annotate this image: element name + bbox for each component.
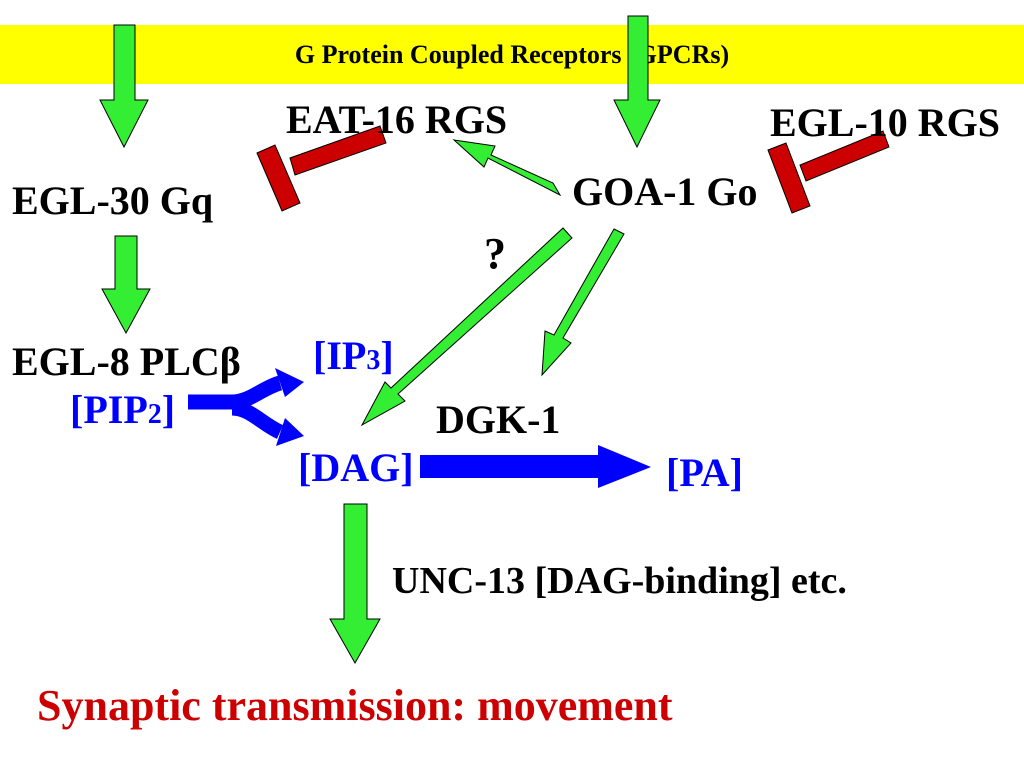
label-dgk1: DGK-1 — [436, 397, 561, 442]
pip2-open: [PIP — [70, 387, 148, 432]
pip2-subscript: 2 — [147, 399, 162, 430]
label-unc13: UNC-13 [DAG-binding] etc. — [392, 560, 847, 602]
arrow-goa1-to-eat16 — [452, 139, 562, 197]
label-dag: [DAG] — [298, 445, 414, 490]
ip3-subscript: 3 — [366, 345, 381, 376]
arrow-goa1-to-dag — [360, 227, 573, 427]
label-question-mark: ? — [484, 229, 506, 278]
egl8-prefix: EGL-8 PLC — [12, 339, 220, 384]
diagram-title: G Protein Coupled Receptors (GPCRs) — [294, 40, 730, 69]
label-eat16-rgs: EAT-16 RGS — [286, 97, 508, 142]
arrow-gpcr-to-egl30 — [99, 24, 149, 149]
arrow-dag-to-pa — [420, 445, 651, 488]
title-banner — [0, 25, 1024, 84]
arrow-gpcr-to-goa1 — [613, 15, 661, 149]
arrow-egl30-to-egl8 — [101, 235, 151, 335]
ip3-open: [IP — [313, 333, 367, 378]
inhibition-eat16-egl30 — [256, 125, 387, 212]
pip2-close: ] — [161, 387, 176, 432]
arrow-goa1-to-dgk1 — [541, 228, 625, 377]
arrow-dag-to-synaptic — [329, 503, 381, 665]
label-egl30-gq: EGL-30 Gq — [12, 178, 214, 223]
label-pip2: [PIP2] — [70, 390, 175, 430]
ip3-close: ] — [380, 333, 394, 378]
inhibition-egl10-goa1 — [767, 130, 890, 214]
beta-symbol: β — [219, 339, 241, 384]
label-pa: [PA] — [666, 450, 743, 495]
label-egl10-rgs: EGL-10 RGS — [770, 100, 1001, 145]
label-synaptic-outcome: Synaptic transmission: movement — [37, 681, 673, 730]
label-egl8-plcbeta: EGL-8 PLCβ — [12, 342, 241, 382]
label-ip3: [IP3] — [313, 336, 394, 376]
label-goa1-go: GOA-1 Go — [572, 169, 758, 214]
arrow-pip2-split — [188, 368, 304, 446]
